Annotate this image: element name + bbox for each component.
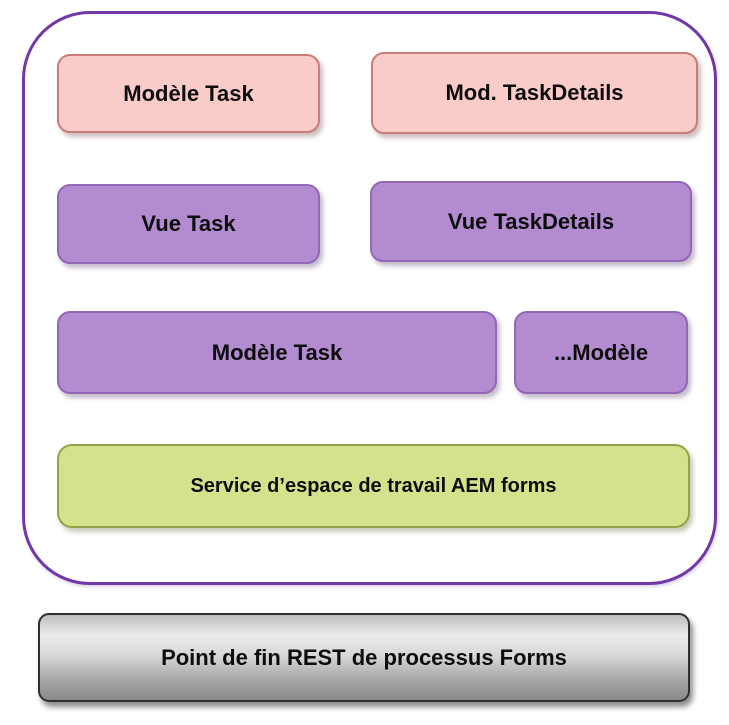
box-mod-taskdetails-label: Mod. TaskDetails <box>445 80 624 105</box>
box-modele-task: Modèle Task <box>57 54 320 133</box>
box-service-aem-forms-label: Service d’espace de travail AEM forms <box>190 474 557 497</box>
box-service-aem-forms: Service d’espace de travail AEM forms <box>57 444 690 528</box>
box-mod-taskdetails: Mod. TaskDetails <box>371 52 698 134</box>
box-vue-task: Vue Task <box>57 184 320 264</box>
box-vue-task-label: Vue Task <box>141 211 236 236</box>
box-vue-taskdetails-label: Vue TaskDetails <box>447 208 615 234</box>
box-modele-task-2-label: Modèle Task <box>211 339 343 365</box>
box-modele-ellipsis-label: ...Modèle <box>553 339 649 365</box>
box-modele-task-label: Modèle Task <box>123 80 254 106</box>
box-modele-task-2: Modèle Task <box>57 311 497 394</box>
box-vue-taskdetails: Vue TaskDetails <box>370 181 692 262</box>
box-modele-ellipsis: ...Modèle <box>514 311 688 394</box>
box-rest-endpoint-label: Point de fin REST de processus Forms <box>161 644 567 670</box>
box-rest-endpoint: Point de fin REST de processus Forms <box>38 613 690 702</box>
